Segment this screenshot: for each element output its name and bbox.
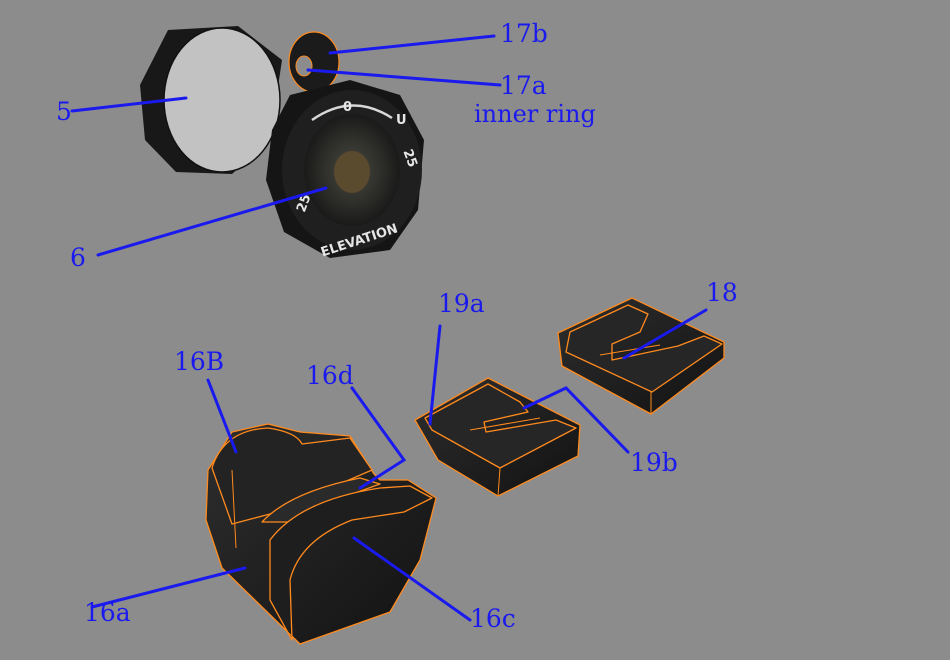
label-16c: 16c (470, 604, 516, 633)
base-16c-front (269, 485, 433, 641)
ring-17a-hole (295, 55, 313, 77)
label-17a: 17a (500, 71, 547, 100)
leader-16c (352, 536, 472, 622)
part-17-rings (288, 31, 340, 93)
dial-mark-u: U (396, 113, 407, 128)
labels: 5 6 17b 17a inner ring 18 19a 19b 16B 16… (56, 19, 738, 633)
dial-mark-25-right: 25 (399, 147, 419, 169)
block-18-edge (561, 365, 652, 415)
dial-scale-arc (311, 104, 393, 122)
label-19a: 19a (438, 289, 485, 318)
label-16d: 16d (306, 361, 354, 390)
base-16-inner-edge (231, 469, 237, 549)
block-18-top (565, 304, 723, 393)
leader-lines (70, 34, 708, 622)
dial-mark-25-left: 25 (294, 192, 314, 214)
leader-17b (328, 34, 496, 55)
label-18: 18 (706, 278, 738, 307)
label-6: 6 (70, 243, 86, 272)
dial-mark-zero: 0 (343, 100, 352, 115)
label-5: 5 (56, 97, 72, 126)
base-16a-edge (205, 519, 301, 645)
label-19b: 19b (630, 448, 678, 477)
part-19-slotted-block (414, 377, 581, 497)
leader-16a (90, 566, 247, 609)
block-19-groove (469, 417, 541, 431)
base-16b-top (211, 427, 373, 525)
base-16d-slot (261, 477, 381, 523)
leader-19a (428, 324, 442, 426)
leader-19b (522, 386, 630, 454)
leader-16b (206, 378, 238, 454)
label-16a: 16a (84, 598, 131, 627)
leader-5 (70, 96, 188, 113)
part-6-elevation-dial: 0 U 25 25 ELEVATION (266, 80, 424, 260)
dial-center (334, 151, 370, 193)
leader-6 (96, 186, 328, 257)
block-19-edge (437, 459, 501, 497)
leader-17a (306, 68, 502, 87)
leader-16d (350, 386, 407, 490)
leader-18 (622, 308, 708, 360)
block-19-top (424, 383, 577, 469)
label-16b: 16B (174, 347, 224, 376)
block-18-groove (599, 344, 661, 356)
label-17b: 17b (500, 19, 548, 48)
label-inner-ring: inner ring (474, 100, 596, 128)
part-5-lens-cap (140, 26, 282, 174)
part-18-slotted-block (557, 297, 725, 415)
part-16-base-assembly (205, 423, 437, 645)
